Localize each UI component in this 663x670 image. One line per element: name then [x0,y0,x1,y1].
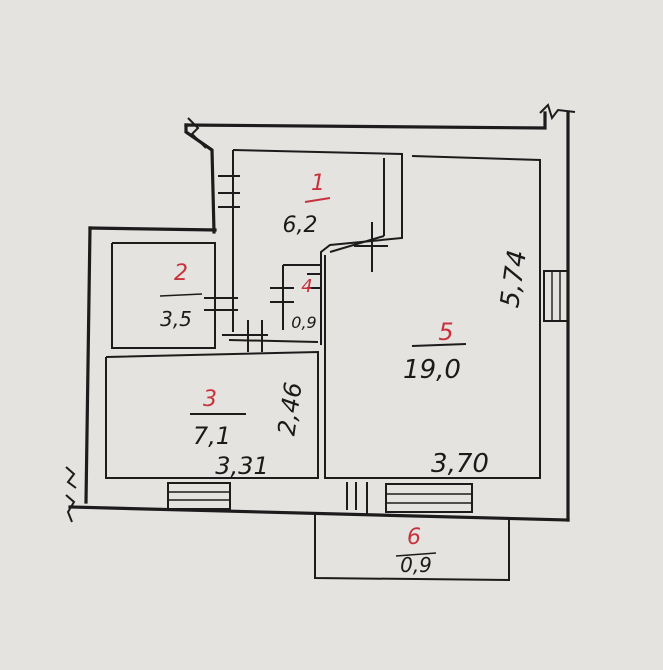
room-2-number: 2 [174,261,188,286]
room-3-depth: 2,46 [272,380,307,437]
room-3-area: 7,1 [193,422,231,450]
door-marks [204,175,388,352]
inner-walls [105,149,541,479]
room-4-area: 0,9 [291,313,316,332]
room-6-number: 6 [407,525,421,550]
balcony-outline [314,515,510,582]
window-bottom-right [385,483,473,513]
window-right [543,270,569,322]
room-3-width: 3,31 [215,452,268,480]
window-bottom-left [167,482,231,510]
room-6-area: 0,9 [400,553,432,577]
balcony-door [346,482,368,515]
room-5-width: 3,70 [431,449,489,479]
room-1-number: 1 [311,171,325,196]
room-5-area: 19,0 [403,355,461,385]
room-3-number: 3 [203,387,217,412]
room-2-area: 3,5 [160,307,192,331]
room-5-depth: 5,74 [495,248,533,310]
break-marks [65,103,576,523]
room-1-area: 6,2 [283,213,318,238]
room-5-number: 5 [438,318,453,346]
room-4-number: 4 [301,276,312,297]
